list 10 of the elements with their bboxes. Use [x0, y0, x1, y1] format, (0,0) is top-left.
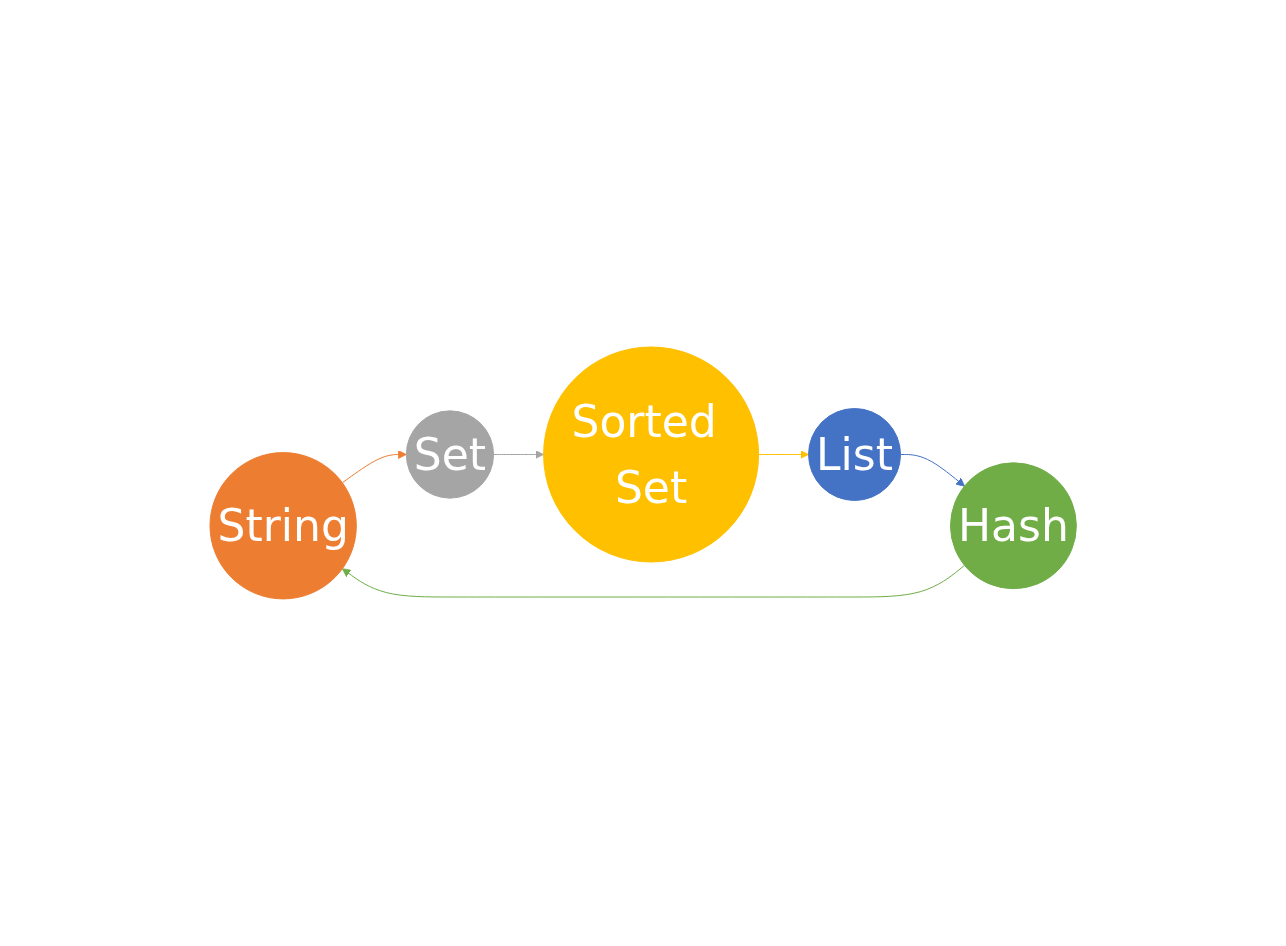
- node-circle: List: [807, 408, 901, 501]
- node-circle: Sorted Set: [542, 346, 759, 563]
- arrow: [341, 564, 965, 598]
- node-circle: Set: [405, 410, 494, 499]
- node-circle: Hash: [949, 462, 1077, 590]
- node-circle: String: [209, 452, 357, 600]
- arrow: [899, 454, 965, 487]
- arrow: [757, 450, 809, 459]
- arrow: [341, 450, 407, 484]
- arrow: [492, 450, 544, 459]
